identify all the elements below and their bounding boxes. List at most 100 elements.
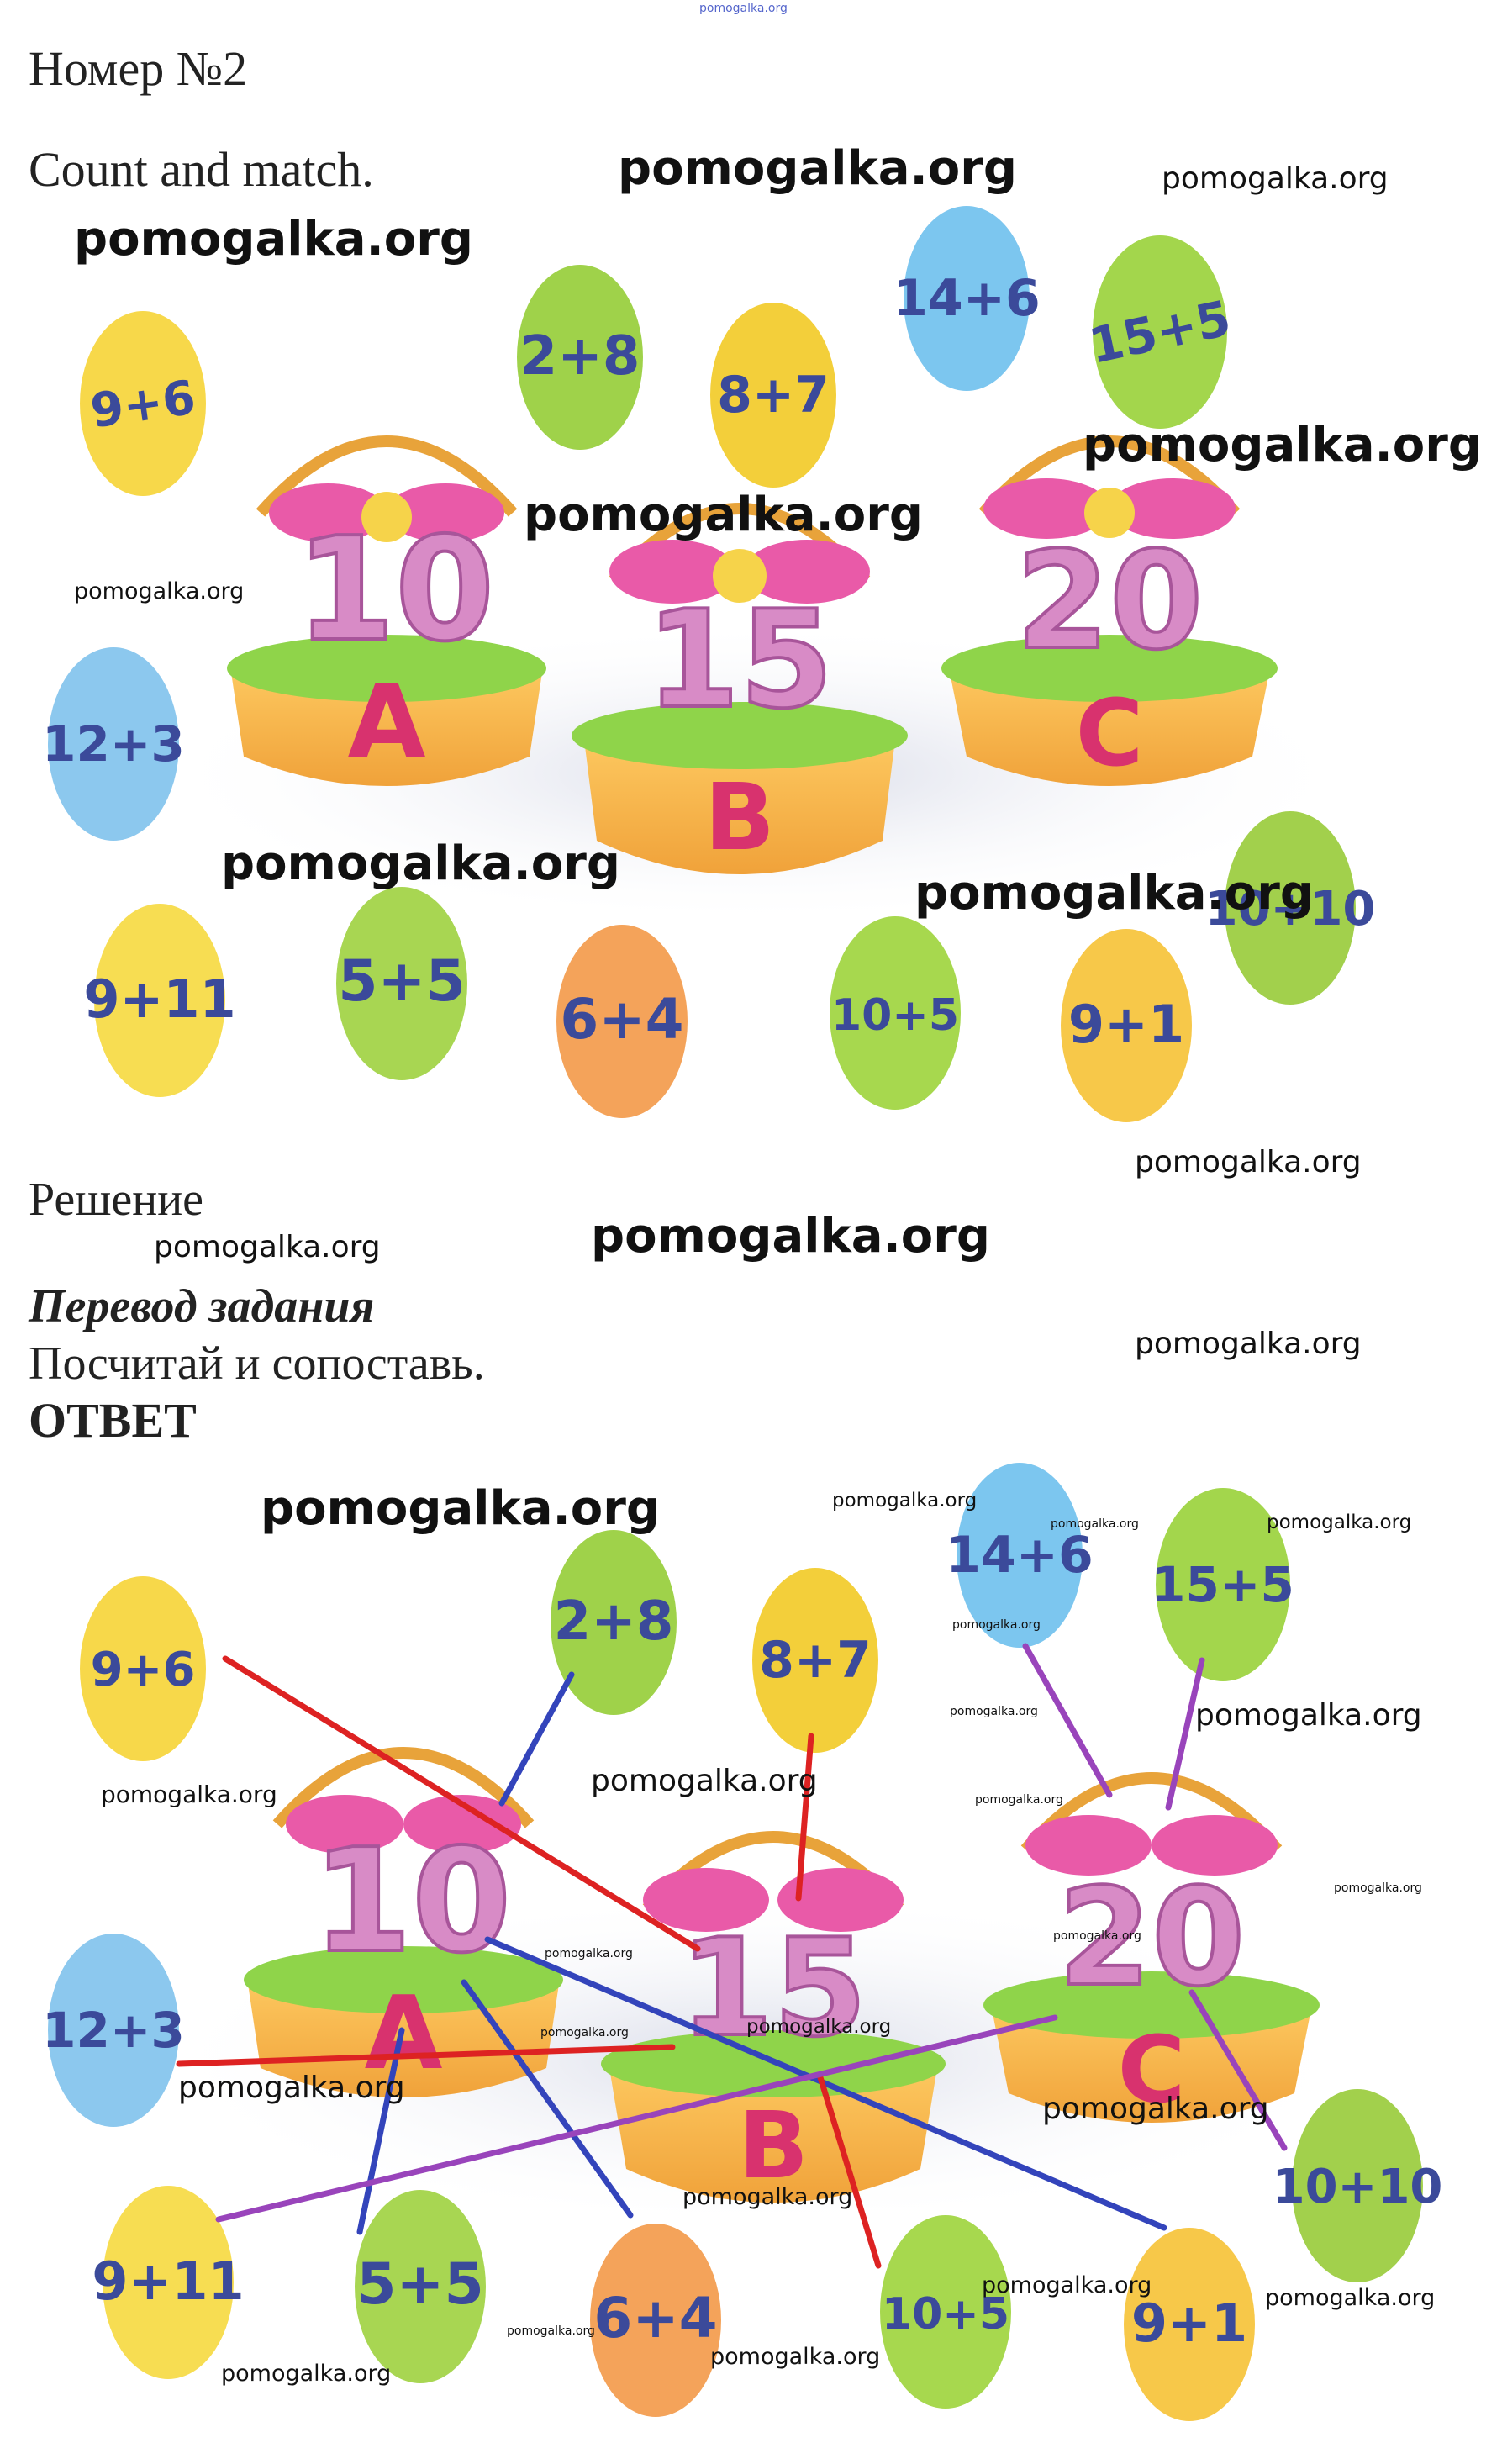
watermark: pomogalka.org: [1267, 1512, 1412, 1533]
egg-5-5: 5+5: [336, 887, 467, 1080]
answer-egg-12-3: 12+3: [42, 1934, 185, 2127]
svg-text:6+4: 6+4: [560, 987, 683, 1052]
watermark: pomogalka.org: [507, 2324, 595, 2338]
answer-basket-b: 15 B: [601, 1831, 946, 2203]
watermark: pomogalka.org: [746, 2016, 892, 2038]
basket-c-letter: C: [1076, 679, 1144, 787]
basket-b-number: 15: [646, 581, 834, 738]
svg-text:8+7: 8+7: [759, 1631, 872, 1690]
egg-14-6: 14+6: [893, 206, 1041, 391]
answer-egg-2-8: 2+8: [551, 1530, 677, 1715]
watermark: pomogalka.org: [1053, 1929, 1141, 1943]
answer-egg-10-10: 10+10: [1273, 2089, 1443, 2282]
svg-text:9+1: 9+1: [1068, 994, 1184, 1055]
egg-9-1: 9+1: [1061, 929, 1192, 1122]
watermark: pomogalka.org: [540, 2026, 629, 2039]
watermark: pomogalka.org: [914, 866, 1314, 921]
match-line-b: [816, 2071, 882, 2269]
svg-text:15: 15: [680, 1909, 867, 2066]
match-line-a: [461, 1979, 634, 2219]
answer-egg-5-5: 5+5: [355, 2190, 486, 2383]
svg-text:10: 10: [313, 1818, 512, 1985]
svg-text:2+8: 2+8: [520, 325, 640, 388]
svg-text:C: C: [1118, 2016, 1186, 2124]
answer-egg-15-5: 15+5: [1152, 1488, 1294, 1681]
watermark: pomogalka.org: [74, 578, 245, 604]
svg-text:5+5: 5+5: [356, 2251, 484, 2318]
svg-text:B: B: [738, 2092, 809, 2199]
svg-text:9+11: 9+11: [83, 968, 235, 1030]
watermark: pomogalka.org: [1162, 161, 1389, 196]
answer-egg-6-4: 6+4: [590, 2224, 721, 2417]
match-line-c: [1022, 1643, 1113, 1798]
egg-8-7: 8+7: [710, 303, 836, 488]
egg-10-10: 10+10: [1205, 811, 1376, 1005]
match-line-a: [484, 1936, 1167, 2231]
basket-a-letter: A: [348, 664, 426, 781]
watermark: pomogalka.org: [710, 2344, 881, 2370]
answer-basket-a: 10 A: [244, 1747, 563, 2097]
answer-egg-8-7: 8+7: [752, 1568, 878, 1753]
svg-text:10+10: 10+10: [1273, 2160, 1443, 2214]
watermark: pomogalka.org: [1083, 418, 1482, 472]
svg-text:9+1: 9+1: [1131, 2293, 1247, 2354]
answer-egg-9-11: 9+11: [92, 2186, 245, 2379]
answer-egg-14-6: 14+6: [946, 1463, 1094, 1648]
basket-a: 10 A: [227, 435, 546, 786]
match-line-a: [356, 2027, 405, 2235]
watermark: pomogalka.org: [950, 1705, 1038, 1718]
basket-b-letter: B: [704, 763, 775, 871]
svg-text:12+3: 12+3: [42, 715, 185, 773]
watermark: pomogalka.org: [178, 2071, 405, 2105]
answer-egg-10-5: 10+5: [880, 2215, 1011, 2409]
watermark: pomogalka.org: [982, 2272, 1152, 2298]
answer-illustration: 10 A 15 B 20 C 9+6 2+8 8+7 14+6 15+5 12+…: [42, 1463, 1443, 2421]
task-illustration: 10 A 15 B 20 C 9+6 2+8 8+7 14+6 15+5 12+…: [42, 206, 1376, 1122]
egg-12-3: 12+3: [42, 647, 185, 841]
basket-c: 20 C: [941, 435, 1278, 787]
svg-text:10+10: 10+10: [1205, 882, 1376, 937]
egg-10-5: 10+5: [830, 916, 961, 1110]
watermark: pomogalka.org: [1265, 2285, 1436, 2311]
svg-text:9+11: 9+11: [92, 2250, 244, 2312]
egg-9-6: 9+6: [80, 311, 206, 496]
svg-text:6+4: 6+4: [593, 2286, 717, 2351]
translation-heading: Перевод задания: [29, 1280, 375, 1332]
watermark: pomogalka.org: [682, 2184, 853, 2210]
svg-text:14+6: 14+6: [946, 1526, 1094, 1585]
svg-text:14+6: 14+6: [893, 269, 1041, 328]
egg-2-8: 2+8: [517, 265, 643, 450]
watermark: pomogalka.org: [618, 141, 1017, 196]
match-line-a: [498, 1671, 575, 1807]
match-line-b: [795, 1733, 814, 1902]
svg-text:12+3: 12+3: [42, 2002, 185, 2059]
answer-basket-c: 20 C: [983, 1772, 1320, 2124]
watermark: pomogalka.org: [221, 836, 620, 891]
egg-15-5: 15+5: [1084, 235, 1236, 429]
watermark: pomogalka.org: [545, 1947, 633, 1960]
match-line-b: [176, 2044, 676, 2067]
watermark: pomogalka.org: [952, 1618, 1041, 1632]
watermark: pomogalka.org: [1334, 1881, 1422, 1895]
watermark: pomogalka.org: [1195, 1698, 1422, 1733]
solution-title: Решение: [29, 1174, 204, 1226]
svg-text:9+6: 9+6: [91, 1643, 196, 1697]
watermark: pomogalka.org: [524, 488, 923, 542]
svg-text:2+8: 2+8: [554, 1591, 674, 1653]
top-watermark: pomogalka.org: [699, 2, 788, 15]
task-instruction: Count and match.: [29, 142, 374, 197]
answer-egg-9-6: 9+6: [80, 1576, 206, 1761]
watermark: pomogalka.org: [591, 1209, 990, 1264]
watermark: pomogalka.org: [221, 2361, 392, 2387]
svg-text:20: 20: [1058, 1859, 1246, 2016]
watermark: pomogalka.org: [1135, 1145, 1362, 1179]
answer-egg-9-1: 9+1: [1124, 2228, 1255, 2421]
match-line-c: [215, 2014, 1058, 2223]
svg-text:8+7: 8+7: [717, 366, 830, 425]
watermark: pomogalka.org: [1042, 2092, 1269, 2126]
answer-heading: ОТВЕТ: [29, 1393, 197, 1448]
basket-a-number: 10: [296, 507, 495, 673]
watermark: pomogalka.org: [154, 1230, 381, 1264]
match-line-c: [1165, 1657, 1205, 1811]
watermark: pomogalka.org: [1051, 1517, 1139, 1531]
